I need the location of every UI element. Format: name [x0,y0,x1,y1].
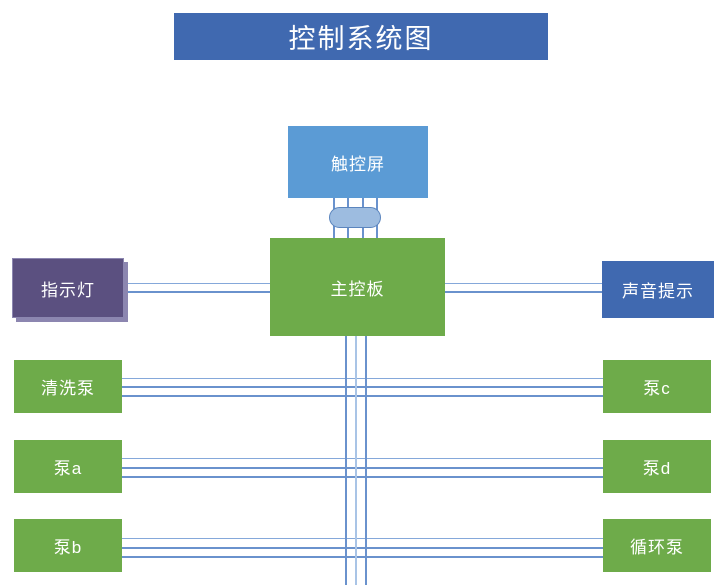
node-main-board-label: 主控板 [330,279,385,299]
pump-row-3-wire-1 [122,538,603,539]
pump-row-1-wire-3 [122,395,603,397]
indicator-board-wire-2 [124,291,272,293]
board-sound-wire-1 [445,283,602,284]
node-pump-b[interactable]: 泵b [14,519,122,572]
vertical-bus-wire-3 [365,336,367,585]
node-circulation-pump-label: 循环泵 [630,538,684,557]
node-wash-pump-label: 清洗泵 [41,379,95,398]
indicator-board-wire-1 [124,283,272,284]
pump-row-3-wire-2 [122,547,603,549]
vertical-bus-wire-1 [345,336,347,585]
page-title: 控制系统图 [174,13,548,60]
node-touch-screen[interactable]: 触控屏 [288,126,428,198]
node-pump-a-label: 泵a [53,459,83,478]
pump-row-2-wire-1 [122,458,603,459]
vertical-bus-wire-2 [355,336,357,585]
node-pump-b-label: 泵b [53,538,83,557]
node-pump-a[interactable]: 泵a [14,440,122,493]
ribbon-cable-connector[interactable] [329,207,381,228]
node-indicator-light-label: 指示灯 [41,280,95,300]
pump-row-1-wire-1 [122,378,603,379]
node-pump-d-label: 泵d [642,459,672,478]
node-sound-alert-label: 声音提示 [622,282,694,301]
pump-row-3-wire-3 [122,556,603,558]
node-circulation-pump[interactable]: 循环泵 [603,519,711,572]
node-pump-c-label: 泵c [643,379,671,398]
node-pump-c[interactable]: 泵c [603,360,711,413]
pump-row-2-wire-2 [122,467,603,469]
pump-row-2-wire-3 [122,476,603,478]
node-sound-alert[interactable]: 声音提示 [602,261,714,318]
node-pump-d[interactable]: 泵d [603,440,711,493]
node-touch-screen-label: 触控屏 [331,154,385,174]
node-indicator-light[interactable]: 指示灯 [12,258,124,318]
board-sound-wire-2 [445,291,602,293]
node-wash-pump[interactable]: 清洗泵 [14,360,122,413]
pump-row-1-wire-2 [122,386,603,388]
node-main-board[interactable]: 主控板 [270,238,445,336]
